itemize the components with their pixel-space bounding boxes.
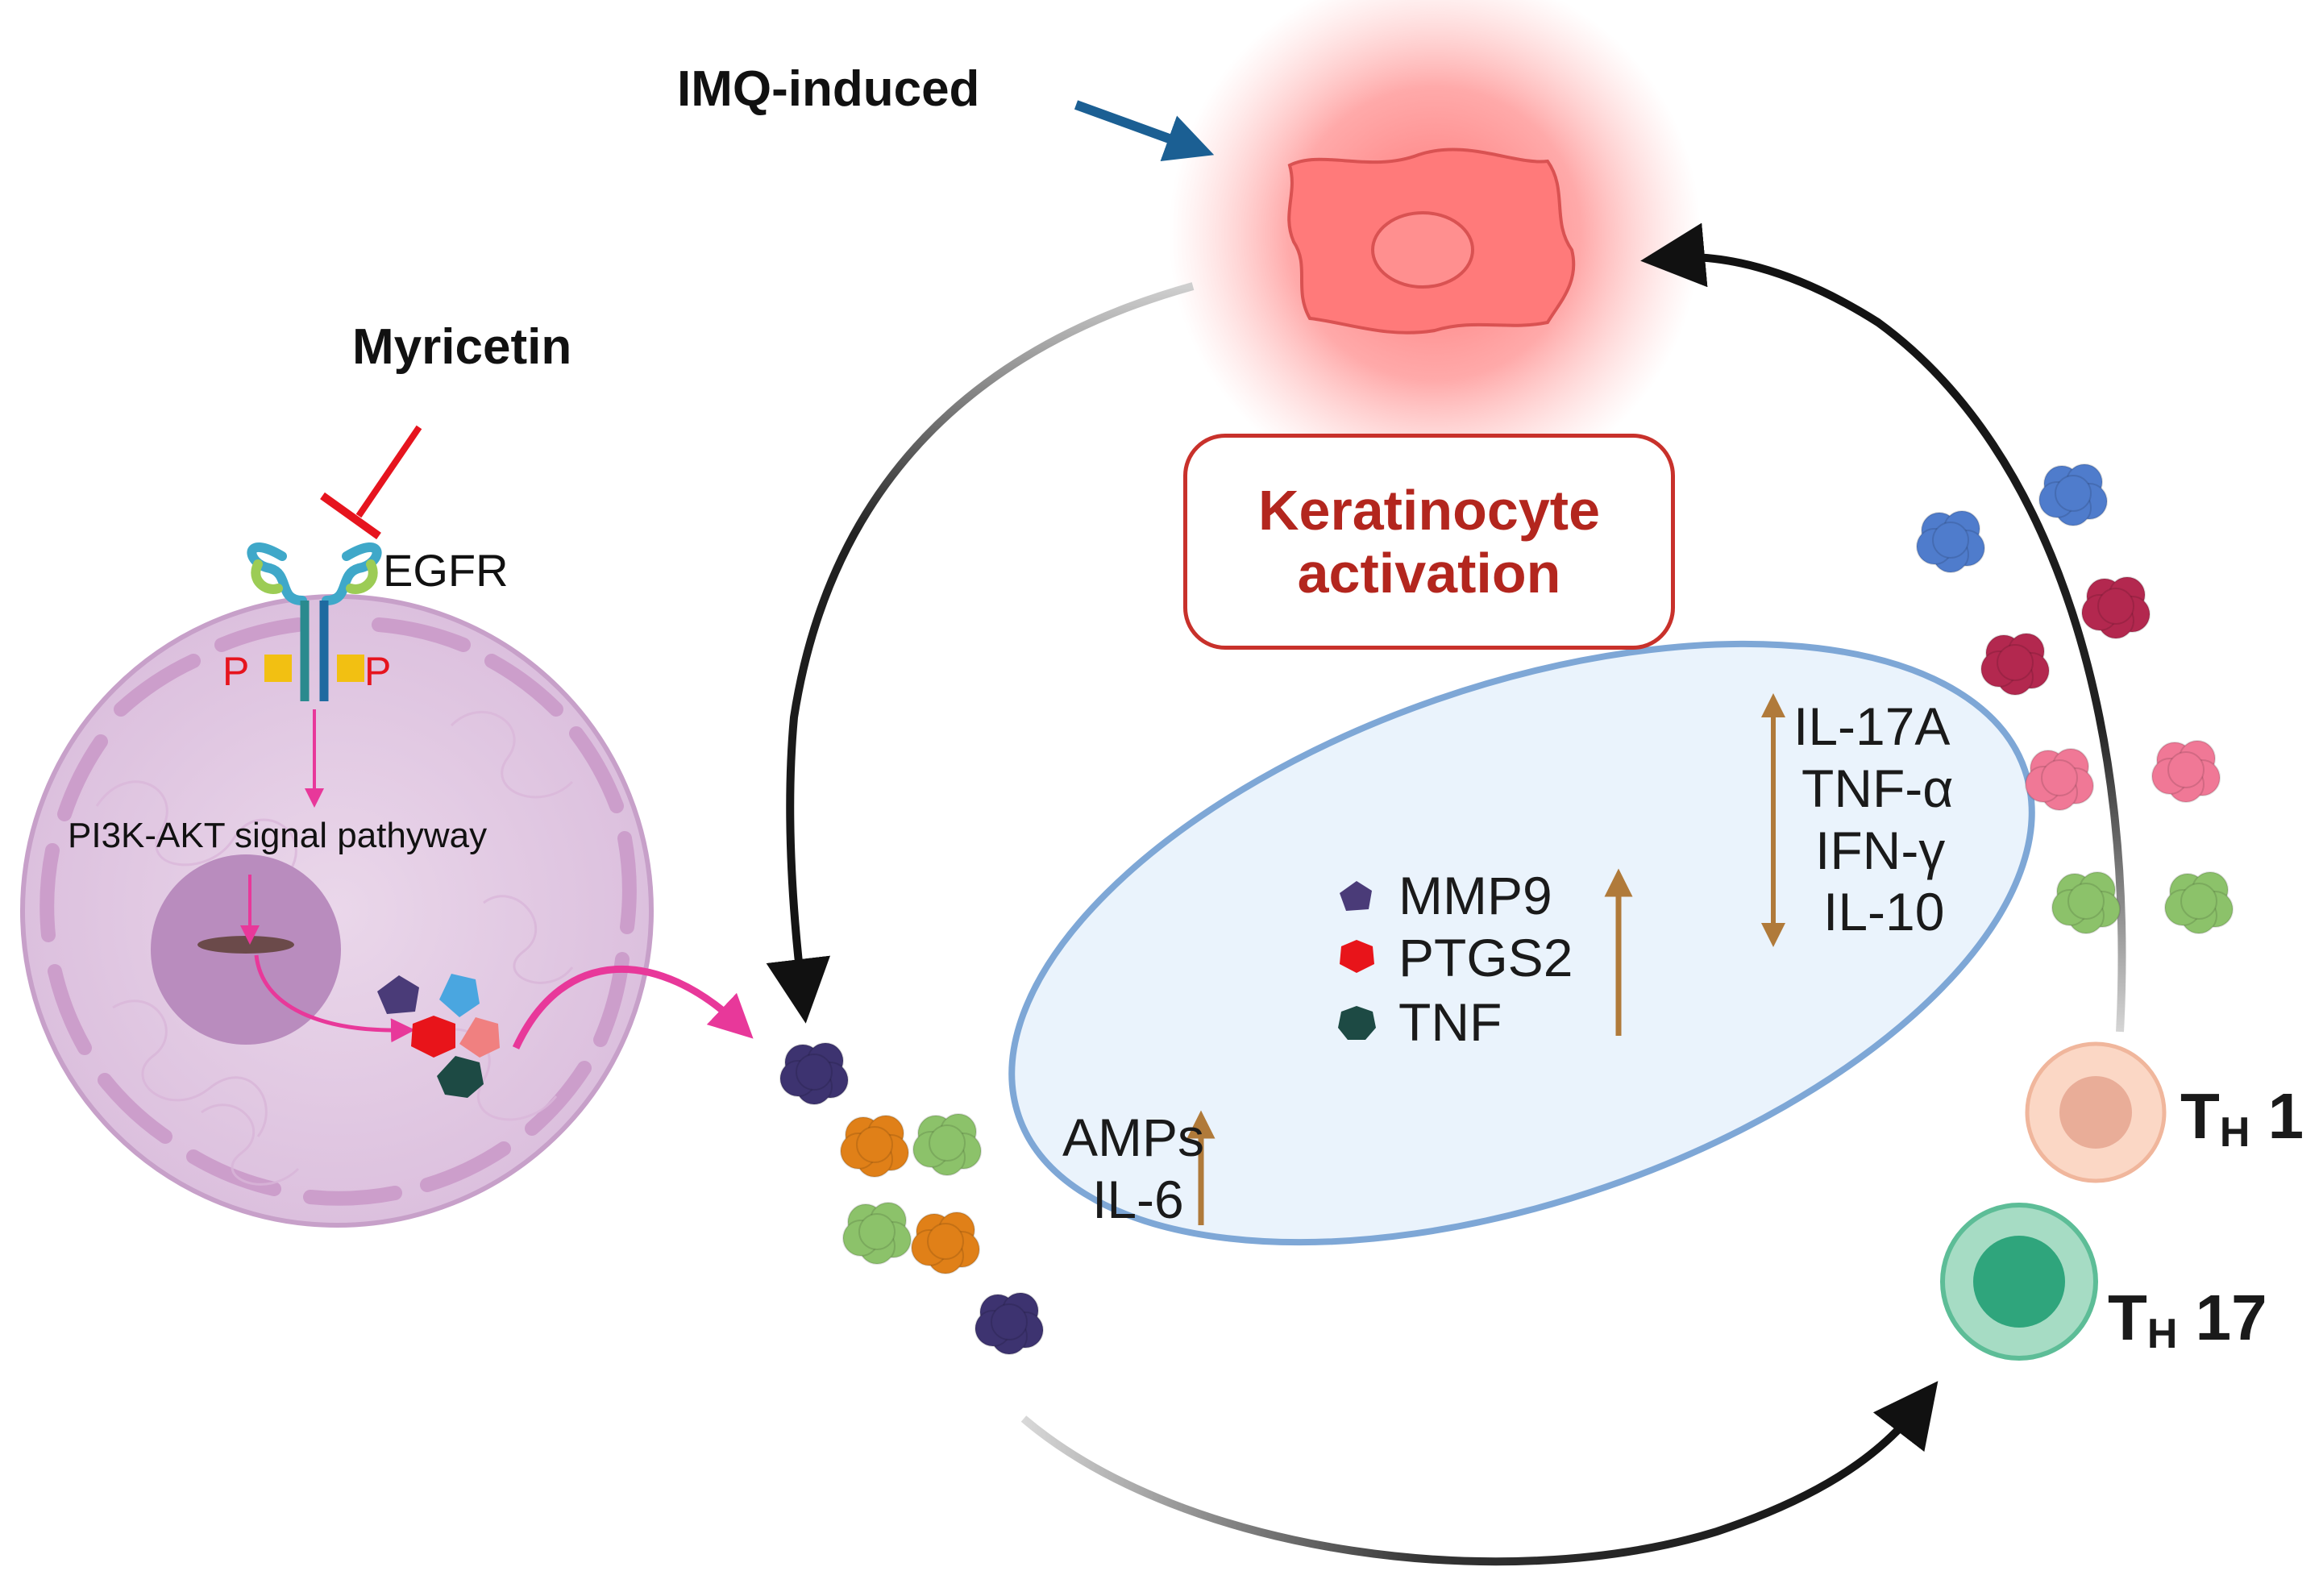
th1-sub: H: [2219, 1109, 2250, 1156]
egfr-label: EGFR: [383, 545, 509, 596]
cytokine-molecule-green: [912, 1113, 982, 1176]
cytokine-molecule-green: [842, 1202, 912, 1265]
imq-induced-label: IMQ-induced: [677, 61, 980, 117]
cytokine-molecule-crimson: [1980, 633, 2050, 696]
blue-molecule: [439, 974, 480, 1017]
keratinocyte-microenvironment-ellipse: [1008, 640, 2035, 1246]
cytokine-molecule-blue: [2038, 463, 2108, 526]
pathway-label: PI3K-AKT signal pathyway: [68, 816, 488, 855]
legend-label-ptgs2: PTGS2: [1398, 928, 1573, 987]
inhibition-bar: [320, 492, 381, 540]
th17-sub: H: [2146, 1311, 2178, 1357]
cytokine-label-il10: IL-10: [1823, 882, 1945, 941]
myricetin-inhibition-line: [355, 425, 422, 518]
cytokine-label-tnfa: TNF-α: [1801, 759, 1954, 818]
cytokine-clusters: [779, 463, 2234, 1355]
th1-suffix: 1: [2267, 1080, 2304, 1152]
keratinocyte-activation-line2: activation: [1297, 542, 1561, 605]
cytokine-molecule-pink: [2025, 748, 2094, 811]
cytokine-molecule-pink: [2151, 740, 2221, 803]
th1-cell: [2025, 1041, 2167, 1183]
salmon-molecule: [459, 1017, 500, 1058]
amps-label: AMPs: [1062, 1108, 1205, 1167]
phospho-left-label: P: [222, 649, 250, 694]
th17-cell: [1940, 1203, 2098, 1361]
tnf-legend-icon: [1338, 1006, 1376, 1040]
cycle-arc-bottom: [1020, 1381, 1939, 1566]
ptgs2-molecule: [411, 1016, 455, 1058]
egfr-receptor-icon: [247, 542, 382, 701]
cytokine-label-il17a: IL-17A: [1793, 696, 1951, 756]
th17-suffix: 17: [2195, 1282, 2267, 1353]
intracellular-targets: [377, 974, 500, 1098]
cytokine-molecule-green: [2051, 871, 2121, 934]
ptgs2-legend-icon: [1340, 940, 1374, 973]
myricetin-label: Myricetin: [352, 319, 572, 375]
activated-keratinocyte: [1169, 0, 1701, 500]
cycle-arc-left: [766, 282, 1195, 1024]
nucleus-to-targets-arrow: [254, 954, 415, 1043]
cycle-arc-right: [1640, 222, 2126, 1033]
th1-label: TH 1: [2180, 1084, 2304, 1156]
cytokine-molecule-purple: [974, 1292, 1044, 1355]
cytokine-molecule-green: [2164, 871, 2234, 934]
treated-cell: [20, 594, 654, 1228]
th17-label: TH 17: [2108, 1286, 2267, 1357]
cytokine-molecule-orange: [911, 1212, 980, 1274]
chromatin: [197, 936, 294, 954]
il6-label: IL-6: [1092, 1170, 1184, 1229]
mmp9-legend-icon: [1340, 881, 1372, 911]
cytokine-molecule-crimson: [2081, 576, 2151, 639]
cytokine-molecule-purple: [779, 1042, 849, 1105]
th1-main: T: [2180, 1080, 2220, 1152]
tnf-molecule: [437, 1056, 484, 1098]
legend-label-tnf: TNF: [1398, 992, 1502, 1052]
imq-trigger-arrow: [1074, 100, 1215, 161]
legend-label-mmp9: MMP9: [1398, 866, 1552, 925]
cytokine-molecule-blue: [1916, 510, 1985, 573]
phospho-right-label: P: [364, 649, 392, 694]
keratinocyte-activation-line1: Keratinocyte: [1257, 478, 1601, 542]
cytokine-label-ifng: IFN-γ: [1815, 821, 1946, 880]
keratinocyte-activation-box: Keratinocyte activation: [1183, 434, 1675, 650]
th17-main: T: [2108, 1282, 2147, 1353]
cytokine-molecule-orange: [840, 1115, 909, 1178]
cell-to-environment-arrow: [512, 966, 754, 1049]
mmp9-molecule: [377, 975, 419, 1014]
